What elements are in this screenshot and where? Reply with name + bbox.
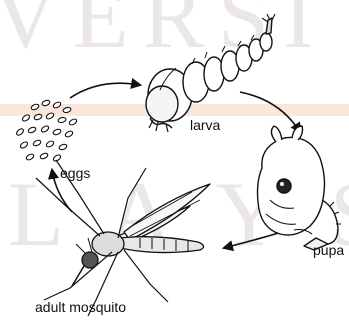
label-adult-mosquito: adult mosquito <box>35 300 126 314</box>
pupa-icon <box>258 126 342 250</box>
arrow-eggs-to-larva <box>70 83 140 98</box>
mosquito-icon <box>36 160 210 316</box>
label-eggs: eggs <box>60 166 90 180</box>
label-larva: larva <box>190 118 220 132</box>
larva-icon <box>146 14 275 132</box>
eggs-cluster-icon <box>15 99 77 162</box>
label-pupa: pupa <box>313 243 344 257</box>
arrow-pupa-to-adult <box>224 232 282 248</box>
arrow-larva-to-pupa <box>240 92 300 132</box>
